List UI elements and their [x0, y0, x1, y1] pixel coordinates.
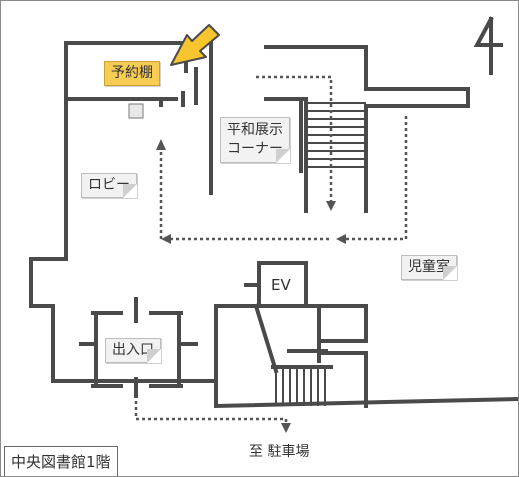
stairs-upper — [299, 100, 366, 173]
wall-middle-south — [214, 304, 518, 409]
peace-exhibit-label-line1: 平和展示 — [227, 122, 283, 138]
north-arrow-icon — [473, 16, 503, 75]
pointer-arrow-icon — [170, 24, 220, 66]
wall-stair-lower — [317, 304, 368, 408]
childrens-room-label[interactable]: 児童室 — [401, 255, 457, 280]
wall-upper-right-inner — [264, 97, 308, 213]
floor-title: 中央図書館1階 — [4, 446, 118, 476]
lobby-label[interactable]: ロビー — [81, 173, 137, 198]
peace-exhibit-label-line2: コーナー — [227, 141, 283, 157]
wall-reservation-area — [64, 55, 198, 107]
wall-upper-right-block — [264, 45, 470, 213]
to-parking-label: 至 駐車場 — [249, 444, 310, 460]
small-square-marker — [128, 103, 144, 119]
entrance-label[interactable]: 出入口 — [105, 338, 161, 363]
entrance-vestibule — [79, 297, 198, 398]
elevator-label: EV — [271, 276, 291, 294]
peace-exhibit-label[interactable]: 平和展示 コーナー — [220, 117, 290, 163]
stairs-lower — [271, 349, 333, 406]
route-lines — [134, 75, 408, 433]
wall-middle-block — [214, 303, 368, 374]
reservation-shelf-label[interactable]: 予約棚 — [104, 61, 160, 86]
wall-outer-west — [29, 41, 218, 383]
